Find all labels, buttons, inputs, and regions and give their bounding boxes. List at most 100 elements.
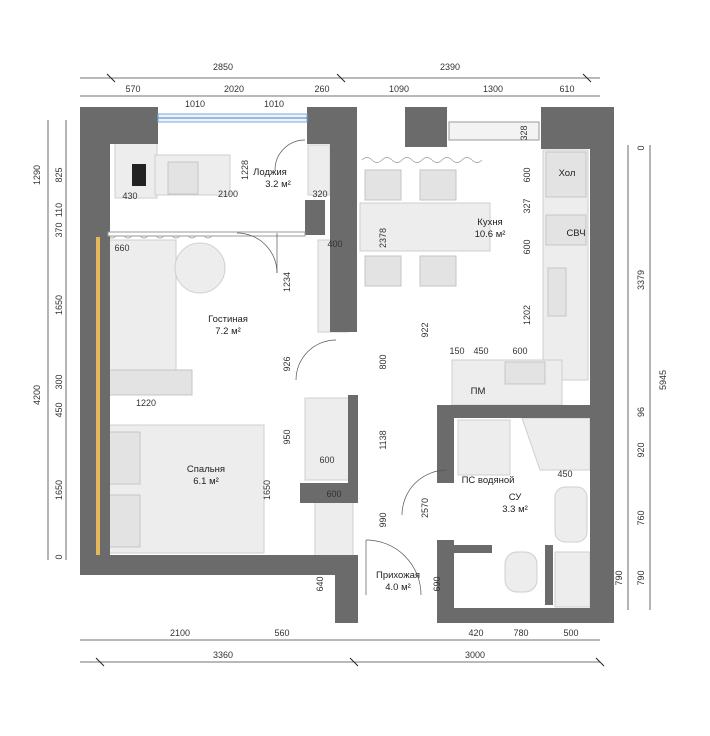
sofa-chaise bbox=[97, 369, 193, 396]
loggia-cabinet bbox=[307, 144, 331, 196]
hall-area: 4.0 м² bbox=[385, 582, 411, 593]
dim-int-29: 450 bbox=[557, 469, 572, 479]
dim-int-7: 1220 bbox=[136, 398, 156, 408]
dim-int-21: 1202 bbox=[522, 305, 532, 325]
bookshelf-icon bbox=[132, 164, 146, 186]
kitchen-area: 10.6 м² bbox=[475, 229, 506, 240]
dim-right-5: 760 bbox=[636, 510, 646, 525]
dim-left-2: 110 bbox=[54, 203, 64, 217]
dim-bottom-4: 500 bbox=[563, 628, 578, 638]
dim-left-1: 825 bbox=[54, 167, 64, 182]
dim-int-9: 950 bbox=[282, 429, 292, 444]
dim-int-16: 1138 bbox=[378, 430, 388, 449]
dim-left-0: 1290 bbox=[32, 165, 42, 185]
dim-left-8: 4200 bbox=[32, 385, 42, 405]
dim-top-4: 260 bbox=[314, 84, 329, 94]
dim-int-27: 327 bbox=[522, 198, 532, 213]
dim-int-26: 600 bbox=[522, 167, 532, 182]
dim-top-6: 1300 bbox=[483, 84, 503, 94]
bedroom-area: 6.1 м² bbox=[193, 476, 219, 487]
dim-int-24: 600 bbox=[512, 346, 527, 356]
dim-int-22: 150 bbox=[449, 346, 464, 356]
living-window bbox=[107, 231, 306, 237]
living-area: 7.2 м² bbox=[215, 326, 241, 337]
dim-bottom-1: 560 bbox=[274, 628, 289, 638]
dim-int-12: 1650 bbox=[262, 480, 272, 500]
toilet bbox=[504, 551, 538, 593]
walls bbox=[80, 107, 614, 623]
wall-insulation bbox=[96, 237, 100, 555]
dim-right-4: 920 bbox=[636, 442, 646, 457]
dim-int-1: 430 bbox=[122, 191, 137, 201]
dim-int-5: 660 bbox=[114, 243, 129, 253]
dim-int-10: 600 bbox=[319, 455, 334, 465]
dim-right-1: 3379 bbox=[636, 270, 646, 290]
dim-int-19: 640 bbox=[315, 576, 325, 591]
dim-left-3: 370 bbox=[54, 222, 64, 237]
curtain-kitchen bbox=[361, 157, 483, 163]
dim-left-4: 1650 bbox=[54, 295, 64, 315]
wardrobe-bedroom bbox=[304, 397, 354, 481]
dim-int-13: 2378 bbox=[378, 228, 388, 248]
dim-int-14: 800 bbox=[378, 354, 388, 369]
kitchen-name: Кухня bbox=[477, 217, 502, 228]
cooktop bbox=[504, 361, 546, 385]
doors bbox=[236, 139, 448, 596]
dim-top-outer-1: 2390 bbox=[440, 62, 460, 72]
dishwasher-label: ПМ bbox=[471, 386, 486, 397]
hall-name: Прихожая bbox=[376, 570, 420, 581]
dim-top-7: 610 bbox=[559, 84, 574, 94]
dim-bottom-outer-1: 3000 bbox=[465, 650, 485, 660]
microwave bbox=[545, 214, 587, 246]
microwave-label: СВЧ bbox=[566, 228, 585, 239]
bathroom-name: СУ bbox=[509, 492, 523, 503]
dim-left-5: 300 bbox=[54, 374, 64, 389]
dim-left-6: 450 bbox=[54, 402, 64, 417]
dim-right-6: 790 bbox=[614, 570, 624, 585]
dim-right-0: 0 bbox=[636, 145, 646, 150]
round-table bbox=[174, 242, 226, 294]
chair-3 bbox=[364, 255, 402, 287]
dim-int-0: 1228 bbox=[240, 160, 250, 180]
bath-sink bbox=[554, 486, 588, 543]
dim-bottom-outer-0: 3360 bbox=[213, 650, 233, 660]
furniture-layer bbox=[97, 121, 591, 608]
dim-int-25: 328 bbox=[519, 125, 529, 140]
dim-right-3: 96 bbox=[636, 407, 646, 417]
loggia-name: Лоджия bbox=[253, 167, 287, 178]
dim-int-3: 320 bbox=[312, 189, 327, 199]
dim-right-2: 5945 bbox=[658, 370, 668, 390]
dim-left-7: 1650 bbox=[54, 480, 64, 500]
dim-int-18: 2570 bbox=[420, 498, 430, 518]
dim-int-2: 2100 bbox=[218, 189, 238, 199]
fridge-label: Хол bbox=[559, 168, 576, 179]
dim-left-9: 0 bbox=[54, 554, 64, 559]
dining-table bbox=[359, 202, 491, 252]
dim-int-28: 600 bbox=[522, 239, 532, 254]
bathroom-area: 3.3 м² bbox=[502, 504, 528, 515]
bedroom-name: Спальня bbox=[187, 464, 225, 475]
washing-machine bbox=[554, 551, 591, 608]
dimension-lines bbox=[47, 73, 651, 667]
dim-top-2: 2020 bbox=[224, 84, 244, 94]
living-name: Гостиная bbox=[208, 314, 248, 325]
dim-int-8: 926 bbox=[282, 356, 292, 371]
dim-bottom-3: 780 bbox=[513, 628, 528, 638]
dim-top-5: 1090 bbox=[389, 84, 409, 94]
dim-int-15: 922 bbox=[420, 322, 430, 337]
dim-int-23: 450 bbox=[473, 346, 488, 356]
dim-top-1: 1010 bbox=[185, 99, 205, 109]
chair-2 bbox=[419, 169, 457, 201]
loggia-chair bbox=[167, 161, 199, 195]
loggia-area: 3.2 м² bbox=[265, 179, 291, 190]
sofa bbox=[97, 239, 177, 376]
water-heater bbox=[457, 419, 511, 476]
dim-bottom-2: 420 bbox=[468, 628, 483, 638]
dim-int-11: 600 bbox=[326, 489, 341, 499]
dim-top-3: 1010 bbox=[264, 99, 284, 109]
dim-int-4: 400 bbox=[327, 239, 342, 249]
dim-int-6: 1234 bbox=[282, 272, 292, 292]
chair-4 bbox=[419, 255, 457, 287]
radiator bbox=[448, 121, 540, 141]
